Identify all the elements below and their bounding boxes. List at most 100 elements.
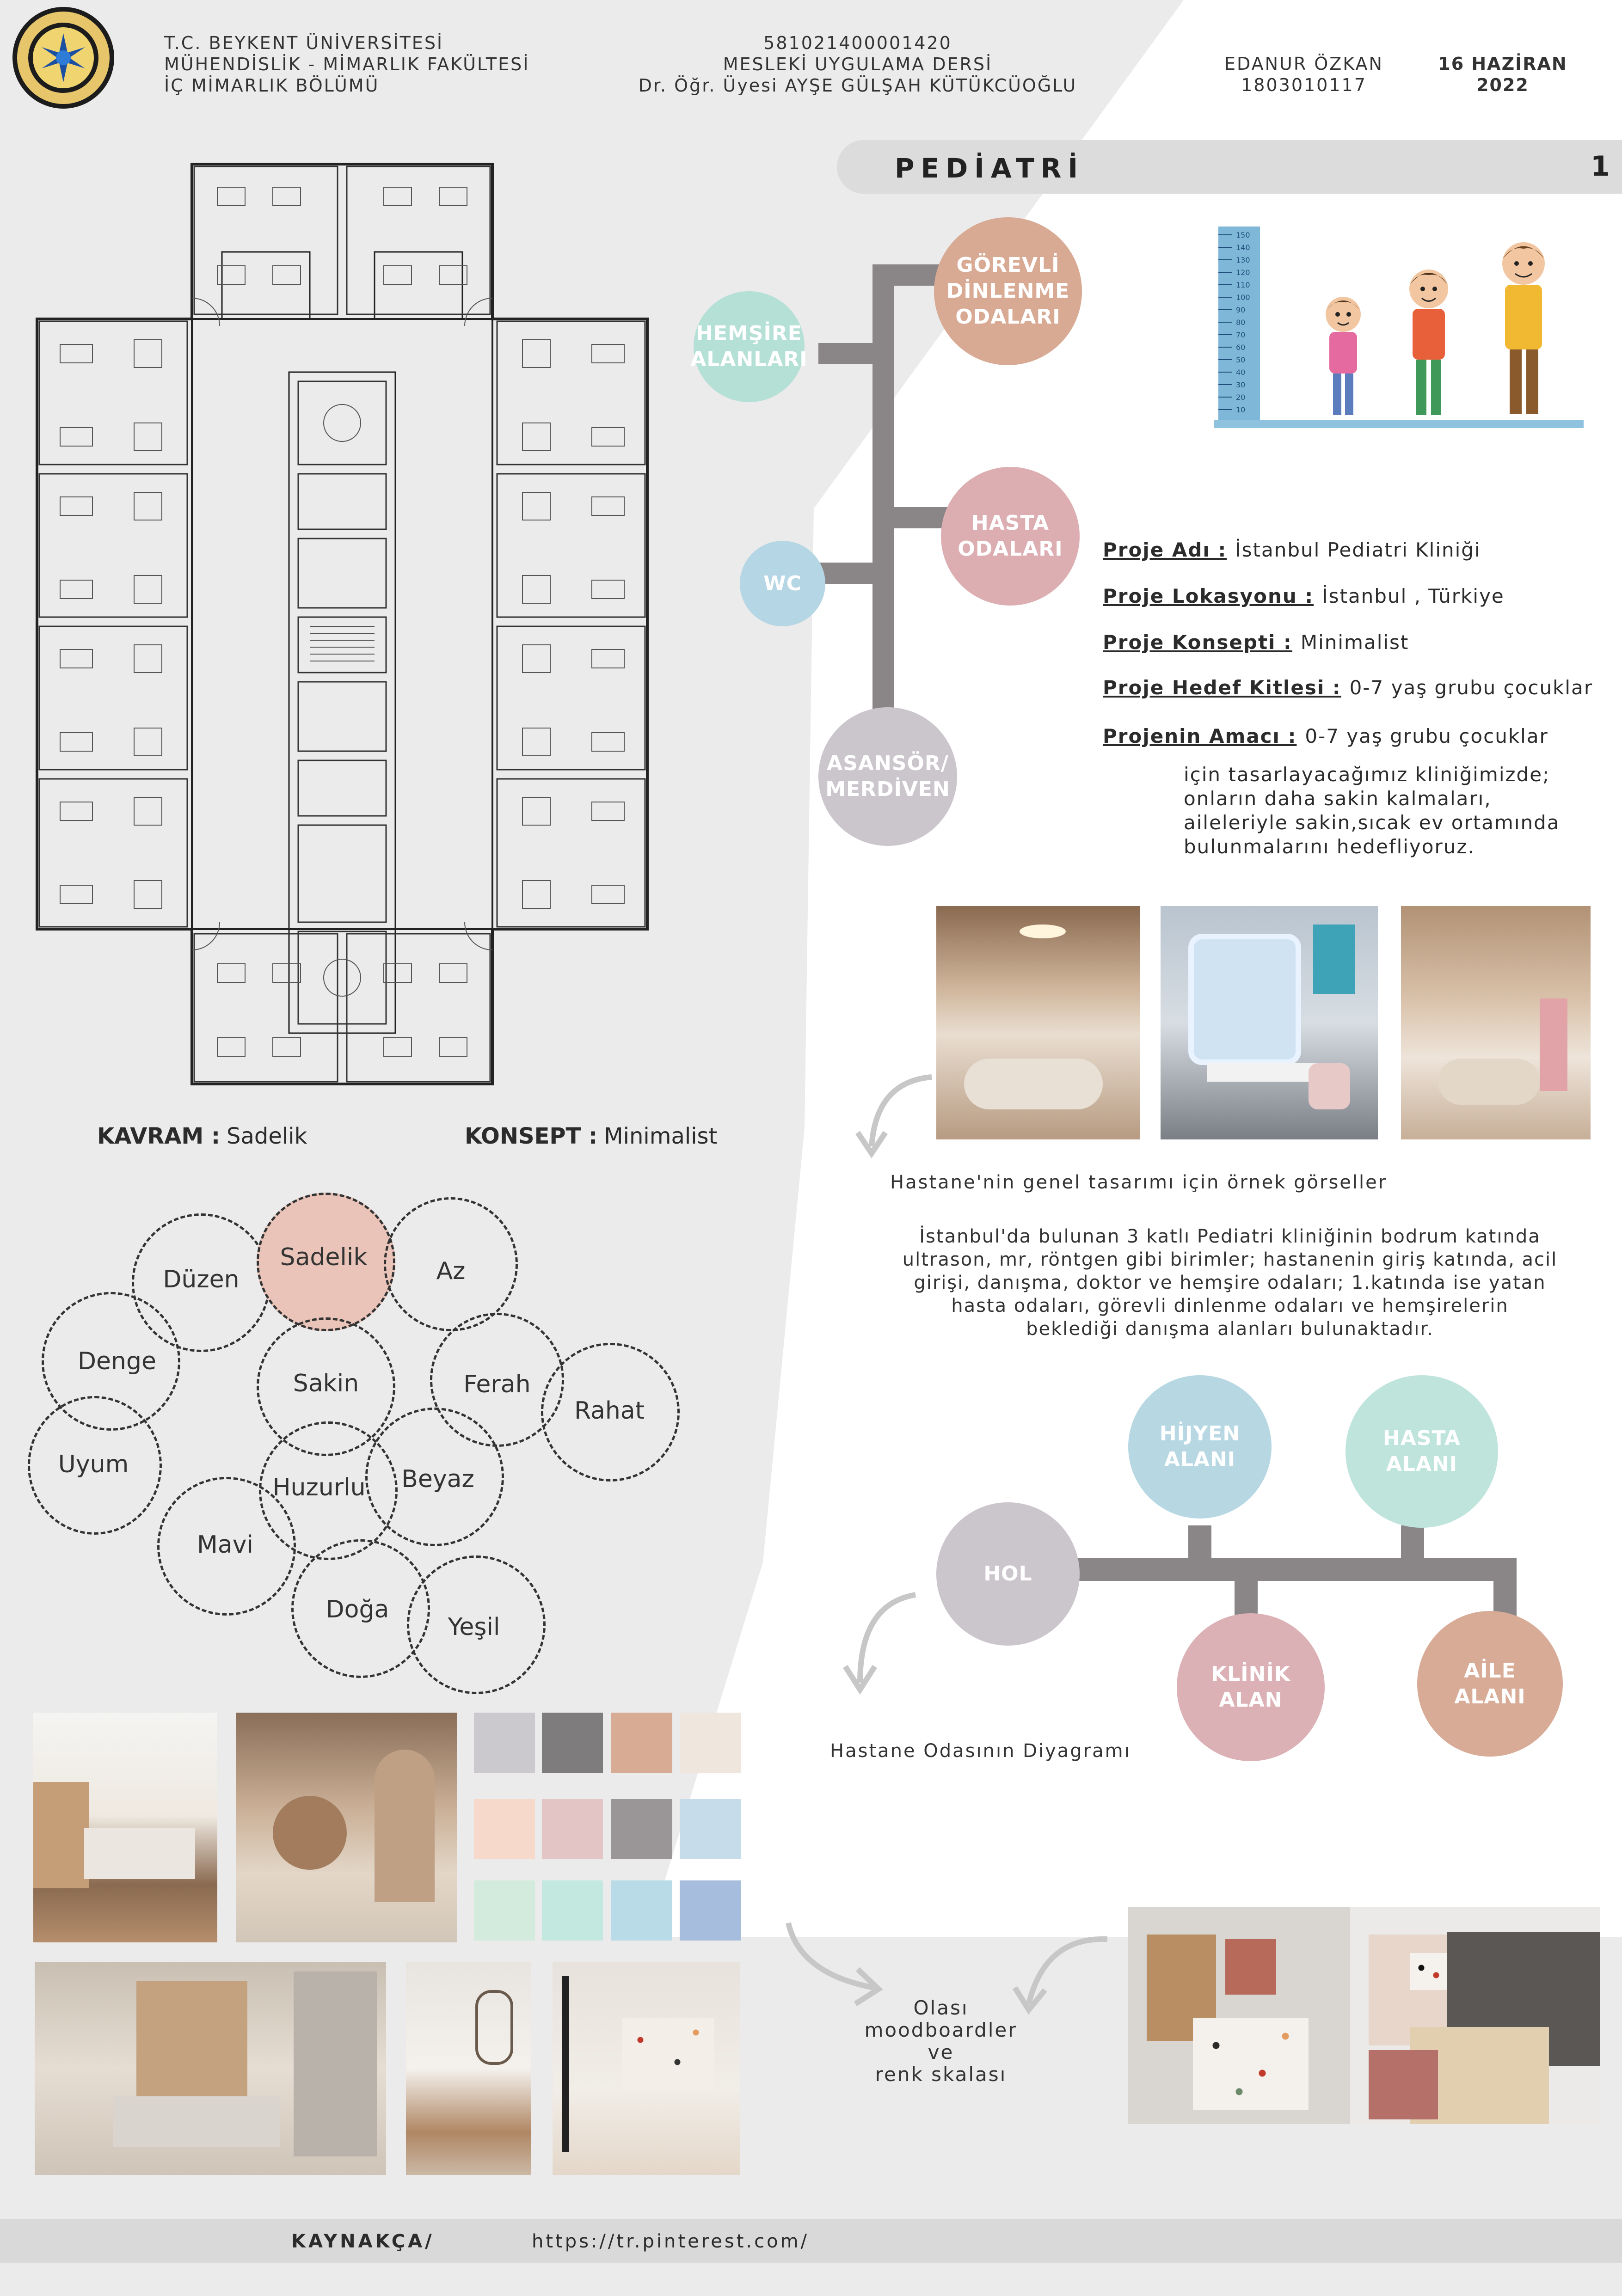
node-hasta-alani: HASTA ALANI xyxy=(1346,1375,1498,1528)
info-location: Proje Lokasyonu : İstanbul , Türkiye xyxy=(1103,585,1505,607)
university-block: T.C. BEYKENT ÜNİVERSİTESİ MÜHENDİSLİK - … xyxy=(164,32,529,96)
bubble-mavi xyxy=(157,1477,296,1616)
swatch-12 xyxy=(680,1880,741,1941)
height-tick-label: 120 xyxy=(1236,268,1250,277)
info-aim-value: 0-7 yaş grubu çocuklar xyxy=(1305,725,1548,747)
height-tick-label: 60 xyxy=(1236,343,1245,352)
node-wc-label: WC xyxy=(763,571,802,595)
floor-plan xyxy=(36,163,649,1085)
bubble-uyum xyxy=(28,1396,162,1535)
node-hijyen-label: HİJYEN ALANI xyxy=(1159,1422,1241,1471)
height-tick-label: 40 xyxy=(1236,368,1245,377)
node-hasta-alani-label: HASTA ALANI xyxy=(1382,1427,1461,1476)
bubble-sadelik xyxy=(257,1193,395,1331)
room-diagram-caption: Hastane Odasının Diyagramı xyxy=(830,1740,1131,1762)
word-yesil: Yeşil xyxy=(448,1613,500,1641)
height-tick-label: 100 xyxy=(1236,293,1250,302)
height-tick-label: 20 xyxy=(1236,393,1245,402)
info-project-name: Proje Adı : İstanbul Pediatri Kliniği xyxy=(1103,539,1481,561)
interior-photo-bedroom xyxy=(33,1713,217,1942)
info-project-name-key: Proje Adı : xyxy=(1103,539,1227,561)
interior-photo-living xyxy=(35,1962,386,2175)
swatch-10 xyxy=(542,1880,603,1941)
konsept-label: KONSEPT : xyxy=(465,1123,598,1149)
date-year: 2022 xyxy=(1476,75,1529,95)
word-denge: Denge xyxy=(78,1347,156,1375)
university-logo xyxy=(12,7,114,109)
word-huzurlu: Huzurlu xyxy=(272,1474,366,1501)
kavram-value: Sadelik xyxy=(227,1123,307,1149)
swatch-11 xyxy=(611,1880,672,1941)
node-aile-alani: AİLE ALANI xyxy=(1417,1611,1563,1757)
height-tick-label: 80 xyxy=(1236,318,1245,327)
bubble-az xyxy=(384,1197,518,1331)
curved-arrow-icon-3 xyxy=(786,1922,883,2006)
info-aim-key: Projenin Amacı : xyxy=(1103,725,1297,747)
node-asansor-merdiven: ASANSÖR/ MERDİVEN xyxy=(818,707,957,846)
height-tick-label: 70 xyxy=(1236,331,1245,339)
info-project-name-value: İstanbul Pediatri Kliniği xyxy=(1235,539,1481,561)
info-concept: Proje Konsepti :Minimalist xyxy=(1103,631,1409,654)
node-hasta-odalari: HASTA ODALARI xyxy=(941,467,1080,606)
word-beyaz: Beyaz xyxy=(401,1465,474,1493)
node-klinik-label: KLİNİK ALAN xyxy=(1211,1662,1290,1712)
word-doga: Doğa xyxy=(326,1596,389,1623)
word-ferah: Ferah xyxy=(463,1371,531,1398)
height-tick-label: 130 xyxy=(1236,256,1250,264)
node-hol: HOL xyxy=(936,1502,1080,1646)
moodboard-photo xyxy=(1128,1907,1600,2124)
kavram: KAVRAM :Sadelik xyxy=(97,1123,307,1149)
height-tick-label: 140 xyxy=(1236,243,1250,252)
university-line-3: İÇ MİMARLIK BÖLÜMÜ xyxy=(164,75,380,96)
node-asansor-label: ASANSÖR/ MERDİVEN xyxy=(825,752,950,801)
date-block: 16 HAZİRAN 2022 xyxy=(1433,53,1572,96)
info-location-value: İstanbul , Türkiye xyxy=(1322,585,1505,607)
word-sakin: Sakin xyxy=(293,1370,359,1397)
word-rahat: Rahat xyxy=(574,1397,645,1425)
node-gorevli-dinlenme: GÖREVLİ DİNLENME ODALARI xyxy=(934,217,1082,365)
swatch-6 xyxy=(542,1799,603,1859)
kavram-label: KAVRAM : xyxy=(97,1123,221,1149)
konsept: KONSEPT :Minimalist xyxy=(465,1123,717,1149)
info-location-key: Proje Lokasyonu : xyxy=(1103,585,1314,607)
student-number: 1803010117 xyxy=(1241,75,1367,95)
student-block: EDANUR ÖZKAN 1803010117 xyxy=(1211,53,1396,96)
height-tick-label: 30 xyxy=(1236,380,1245,389)
curved-arrow-icon-4 xyxy=(1013,1936,1108,2015)
page-number: 1 xyxy=(1591,150,1610,183)
node-hemsire-alanlari: HEMŞİRE ALANLARI xyxy=(690,291,807,402)
height-tick-label: 150 xyxy=(1236,231,1250,239)
swatch-1 xyxy=(474,1713,535,1773)
student-name: EDANUR ÖZKAN xyxy=(1224,54,1383,74)
swatch-3 xyxy=(611,1713,672,1773)
node-hol-label: HOL xyxy=(983,1562,1032,1586)
height-tick-label: 90 xyxy=(1236,306,1245,314)
example-photo-2 xyxy=(1161,906,1378,1139)
example-photo-3 xyxy=(1401,906,1591,1139)
word-uyum: Uyum xyxy=(58,1451,129,1478)
moodboard-caption: Olası moodboardler ve renk skalası xyxy=(864,1996,1018,2086)
node-gorevli-label: GÖREVLİ DİNLENME ODALARI xyxy=(946,253,1070,329)
interior-photo-terrazzo-bath xyxy=(553,1962,740,2175)
node-hemsire-label: HEMŞİRE ALANLARI xyxy=(690,322,808,371)
info-target-key: Proje Hedef Kitlesi : xyxy=(1103,676,1341,699)
konsept-value: Minimalist xyxy=(604,1123,718,1149)
info-concept-key: Proje Konsepti : xyxy=(1103,631,1292,654)
bubble-yesil xyxy=(407,1555,546,1694)
node-aile-label: AİLE ALANI xyxy=(1454,1659,1526,1708)
footer-label: KAYNAKÇA/ xyxy=(291,2231,435,2252)
examples-caption: Hastane'nin genel tasarımı için örnek gö… xyxy=(890,1172,1388,1193)
university-line-1: T.C. BEYKENT ÜNİVERSİTESİ xyxy=(164,33,444,53)
info-aim-continuation: için tasarlayacağımız kliniğimizde; onla… xyxy=(1184,763,1560,858)
date-day: 16 HAZİRAN xyxy=(1438,54,1567,74)
page-title: PEDİATRİ xyxy=(895,153,1085,184)
swatch-9 xyxy=(474,1880,535,1941)
node-hasta-label: HASTA ODALARI xyxy=(958,511,1063,561)
project-description: İstanbul'da bulunan 3 katlı Pediatri kli… xyxy=(902,1226,1558,1340)
node-wc: WC xyxy=(740,541,825,626)
interior-photo-bath xyxy=(406,1962,531,2175)
footer-source-link[interactable]: https://tr.pinterest.com/ xyxy=(532,2231,810,2252)
course-code: 581021400001420 xyxy=(763,33,952,53)
